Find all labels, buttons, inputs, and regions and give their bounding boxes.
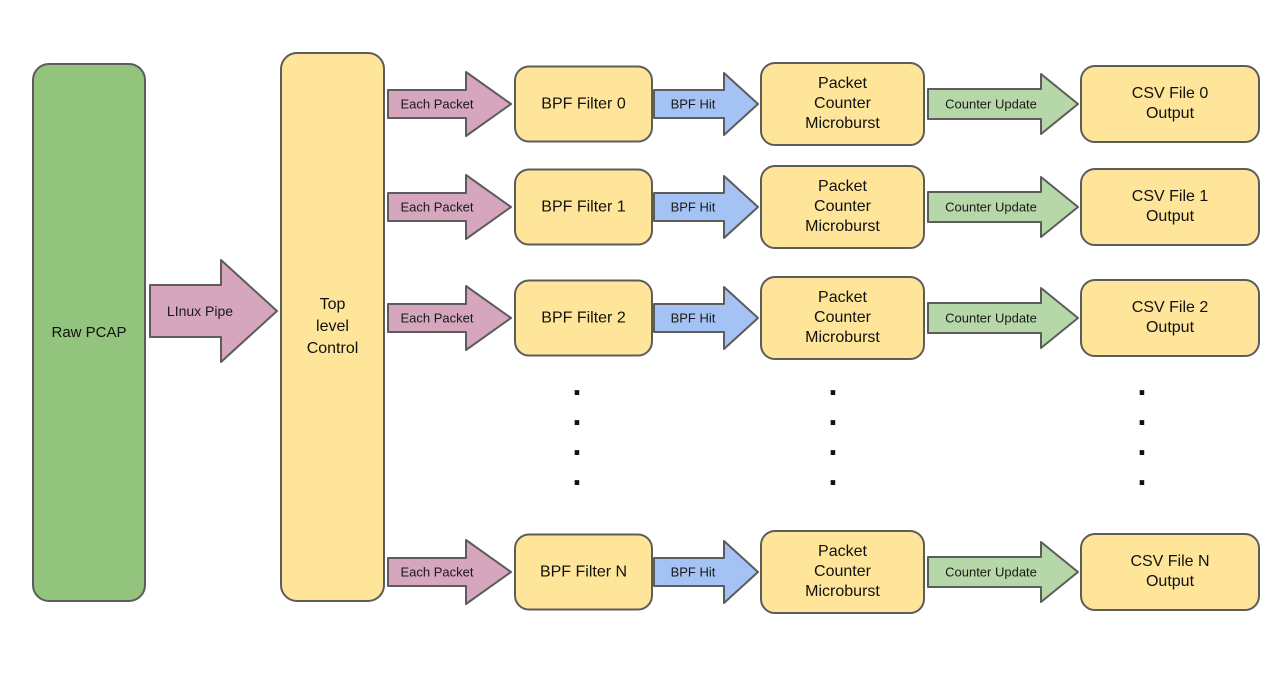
csv-output-label: CSV File 1 Output <box>1131 188 1209 225</box>
arrow-right-icon <box>653 540 759 604</box>
bpf-hit-arrow: BPF Hit <box>653 539 760 605</box>
raw-pcap-box: Raw PCAP <box>32 63 146 602</box>
packet-counter-box: Packet Counter Microburst <box>760 530 925 614</box>
bpf-hit-arrow-label: BPF Hit <box>670 199 716 215</box>
csv-output-label: CSV File 0 Output <box>1131 85 1209 122</box>
packet-counter-box: Packet Counter Microburst <box>760 165 925 249</box>
ellipsis-dot: . <box>1137 402 1147 432</box>
counter-update-arrow: Counter Update <box>927 175 1080 239</box>
csv-output-label: CSV File N Output <box>1130 553 1210 590</box>
ellipsis-dot: . <box>572 402 582 432</box>
each-packet-arrow: Each Packet <box>387 284 513 352</box>
packet-counter-label: Packet Counter Microburst <box>805 543 880 600</box>
each-packet-arrow-label: Each Packet <box>400 310 474 326</box>
bpf-filter-label: BPF Filter 2 <box>541 309 626 326</box>
arrow-right-icon <box>927 176 1079 238</box>
arrow-right-icon <box>653 175 759 239</box>
arrow-right-icon <box>149 259 278 363</box>
ellipsis-dot: . <box>572 432 582 462</box>
arrow-right-icon <box>927 541 1079 603</box>
ellipsis-dot: . <box>1137 432 1147 462</box>
each-packet-arrow-label: Each Packet <box>400 96 474 112</box>
bpf-filter-label: BPF Filter 1 <box>541 198 626 215</box>
ellipsis-dot: . <box>828 402 838 432</box>
bpf-hit-arrow: BPF Hit <box>653 174 760 240</box>
top-level-control-box: Top level Control <box>280 52 385 602</box>
csv-output-box: CSV File 1 Output <box>1080 168 1260 246</box>
bpf-hit-arrow: BPF Hit <box>653 285 760 351</box>
counter-update-arrow-label: Counter Update <box>945 96 1037 112</box>
packet-counter-box: Packet Counter Microburst <box>760 276 925 360</box>
arrow-right-icon <box>387 285 512 351</box>
bpf-hit-arrow-label: BPF Hit <box>670 310 716 326</box>
csv-output-box: CSV File 2 Output <box>1080 279 1260 357</box>
csv-output-box: CSV File N Output <box>1080 533 1260 611</box>
each-packet-arrow-label: Each Packet <box>400 199 474 215</box>
ellipsis-column-counter: . . . . <box>823 372 843 492</box>
each-packet-arrow: Each Packet <box>387 538 513 606</box>
each-packet-arrow: Each Packet <box>387 173 513 241</box>
counter-update-arrow-label: Counter Update <box>945 310 1037 326</box>
bpf-filter-label: BPF Filter N <box>539 563 628 580</box>
bpf-filter-box: BPF Filter 0 <box>514 65 653 143</box>
ellipsis-dot: . <box>828 432 838 462</box>
csv-output-box: CSV File 0 Output <box>1080 65 1260 143</box>
ellipsis-dot: . <box>1137 462 1147 492</box>
ellipsis-dot: . <box>828 462 838 492</box>
arrow-right-icon <box>387 71 512 137</box>
bpf-hit-arrow: BPF Hit <box>653 71 760 137</box>
arrow-right-icon <box>927 73 1079 135</box>
ellipsis-dot: . <box>572 372 582 402</box>
bpf-filter-box: BPF Filter N <box>514 533 653 611</box>
counter-update-arrow: Counter Update <box>927 540 1080 604</box>
packet-counter-label: Packet Counter Microburst <box>805 178 880 235</box>
ellipsis-dot: . <box>1137 372 1147 402</box>
counter-update-arrow: Counter Update <box>927 72 1080 136</box>
counter-update-arrow-label: Counter Update <box>945 199 1037 215</box>
bpf-hit-arrow-label: BPF Hit <box>670 564 716 580</box>
bpf-filter-box: BPF Filter 2 <box>514 279 653 357</box>
bpf-filter-box: BPF Filter 1 <box>514 168 653 246</box>
each-packet-arrow-label: Each Packet <box>400 564 474 580</box>
arrow-right-icon <box>653 286 759 350</box>
arrow-right-icon <box>387 174 512 240</box>
arrow-right-icon <box>927 287 1079 349</box>
ellipsis-column-output: . . . . <box>1132 372 1152 492</box>
packet-counter-box: Packet Counter Microburst <box>760 62 925 146</box>
counter-update-arrow: Counter Update <box>927 286 1080 350</box>
bpf-filter-label: BPF Filter 0 <box>541 95 626 112</box>
csv-output-label: CSV File 2 Output <box>1131 299 1209 336</box>
packet-counter-label: Packet Counter Microburst <box>805 75 880 132</box>
packet-counter-label: Packet Counter Microburst <box>805 289 880 346</box>
raw-pcap-label: Raw PCAP <box>51 324 127 341</box>
ellipsis-column-filter: . . . . <box>567 372 587 492</box>
bpf-hit-arrow-label: BPF Hit <box>670 96 716 112</box>
ellipsis-dot: . <box>828 372 838 402</box>
linux-pipe-arrow: LInux Pipe <box>149 257 279 365</box>
linux-pipe-arrow-label: LInux Pipe <box>166 303 234 319</box>
counter-update-arrow-label: Counter Update <box>945 564 1037 580</box>
arrow-right-icon <box>653 72 759 136</box>
ellipsis-dot: . <box>572 462 582 492</box>
top-level-control-label: Top level Control <box>306 296 359 357</box>
arrow-right-icon <box>387 539 512 605</box>
each-packet-arrow: Each Packet <box>387 70 513 138</box>
